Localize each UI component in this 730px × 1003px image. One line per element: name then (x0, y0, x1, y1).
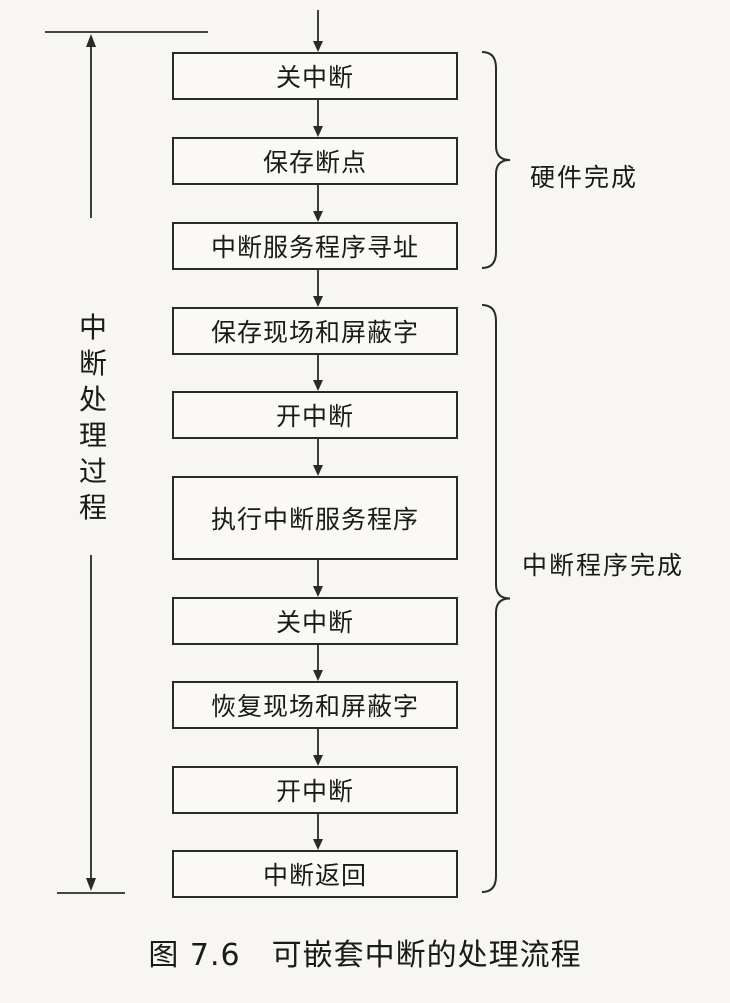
arrow-5-head (313, 465, 323, 476)
step-box-1: 关中断 (172, 52, 458, 100)
step-box-2: 保存断点 (172, 137, 458, 185)
arrow-1-head (313, 126, 323, 137)
arrow-in-head (313, 41, 323, 52)
dimension-lower-arrowhead (86, 878, 96, 891)
step-box-5: 开中断 (172, 391, 458, 439)
side-label-vertical: 中断处理过程 (78, 311, 107, 524)
step-box-10: 中断返回 (172, 850, 458, 898)
step-box-7: 关中断 (172, 597, 458, 645)
arrow-7-head (313, 670, 323, 681)
arrow-6-head (313, 586, 323, 597)
brace-hardware (481, 51, 511, 269)
brace-program (481, 304, 511, 893)
arrow-4-head (313, 380, 323, 391)
arrow-2-head (313, 211, 323, 222)
brace-label-hardware: 硬件完成 (530, 163, 639, 192)
step-box-4: 保存现场和屏蔽字 (172, 307, 458, 355)
brace-label-program: 中断程序完成 (522, 551, 685, 580)
arrow-3-head (313, 296, 323, 307)
step-box-3: 中断服务程序寻址 (172, 222, 458, 270)
step-box-9: 开中断 (172, 766, 458, 814)
arrow-8-head (313, 755, 323, 766)
figure-caption: 图 7.6 可嵌套中断的处理流程 (148, 938, 582, 973)
step-box-6: 执行中断服务程序 (172, 476, 458, 560)
arrow-9-head (313, 839, 323, 850)
dimension-upper-arrowhead (86, 34, 96, 47)
step-box-8: 恢复现场和屏蔽字 (172, 681, 458, 729)
